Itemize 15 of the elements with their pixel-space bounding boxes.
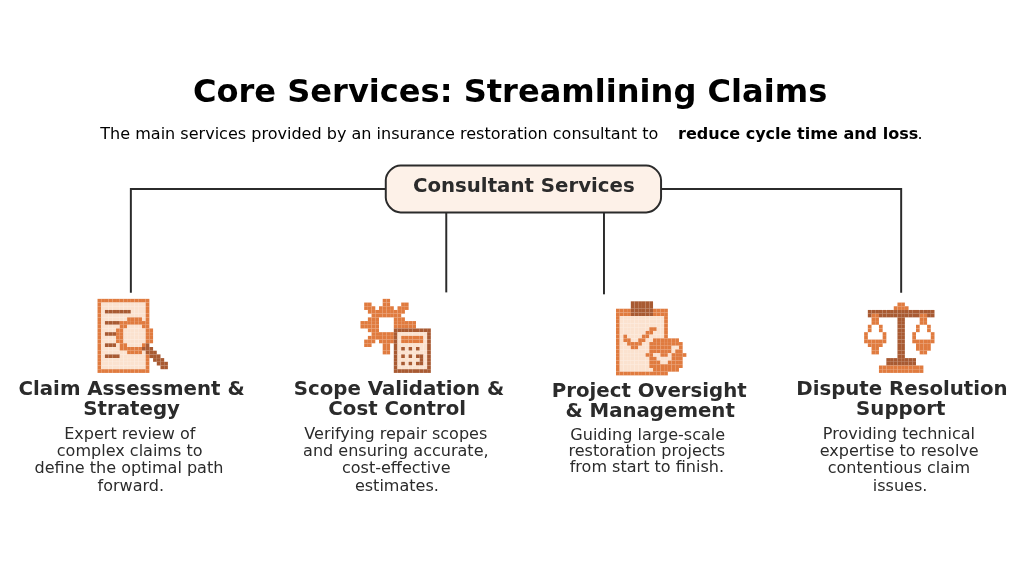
node-label: Expert review of complex claims to define the optimal path forward. <box>34 423 224 495</box>
caption: The main services provided by an insurance restoration consultant to reduce cycle time and loss. <box>100 123 923 143</box>
connector <box>129 187 387 294</box>
node-label: Project Oversight & Management <box>551 378 747 422</box>
connector <box>603 211 605 295</box>
node-label: Dispute Resolution Support <box>796 376 1008 420</box>
node-label: Providing technical expertise to resolve contentious claim issues. <box>819 423 979 495</box>
connector <box>660 187 903 294</box>
node-label: Claim Assessment & Strategy <box>18 376 245 420</box>
node-label: Guiding large-scale restoration projects from start to finish. <box>568 424 726 476</box>
node-box: Consultant Services <box>384 164 663 213</box>
node-label: Scope Validation & Cost Control <box>293 376 505 420</box>
diagram-title: Core Services: Streamlining Claims <box>192 71 828 110</box>
connector <box>445 211 448 293</box>
node-label: Verifying repair scopes and ensuring accurate, cost-effective estimates. <box>303 423 489 495</box>
